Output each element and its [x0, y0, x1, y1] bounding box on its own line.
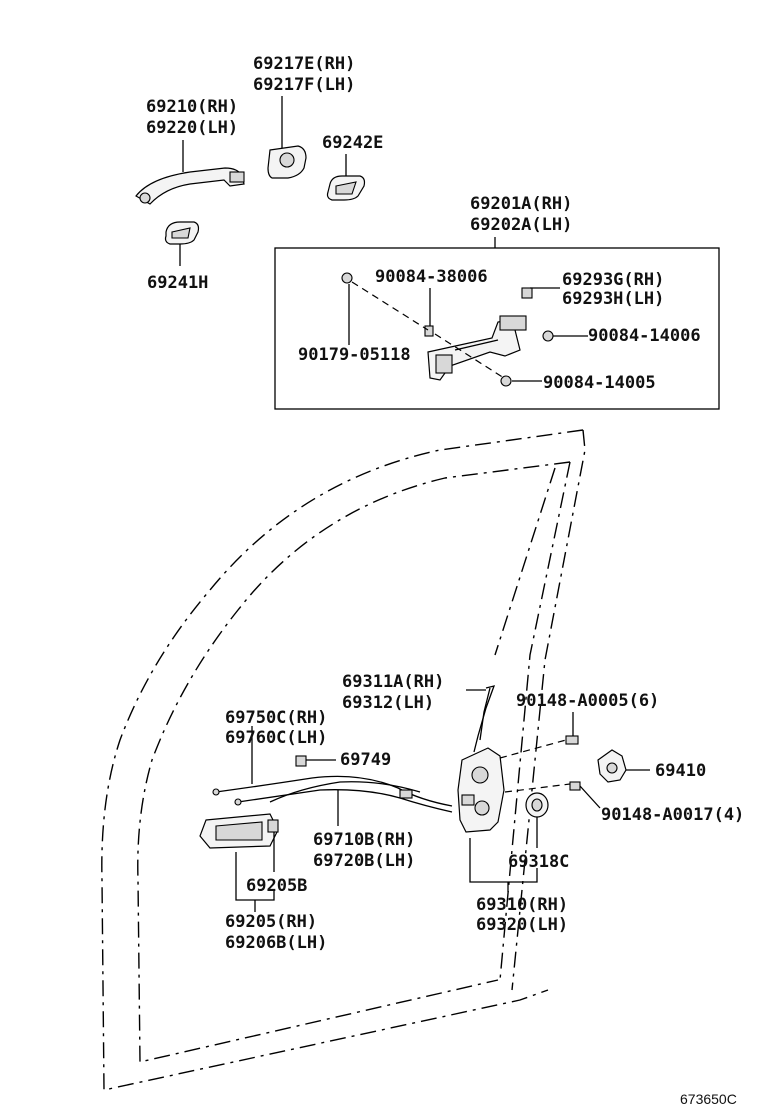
- frame-assembly-69201a: [341, 272, 554, 387]
- label-69202a: 69202A(LH): [470, 215, 572, 235]
- label-69293g: 69293G(RH): [562, 270, 664, 290]
- handle-leader-lines: [235, 726, 339, 912]
- handle-cover-69217: [267, 145, 307, 179]
- label-69205: 69205(RH): [225, 912, 317, 932]
- label-69320: 69320(LH): [476, 915, 568, 935]
- label-69311a: 69311A(RH): [342, 672, 444, 692]
- label-69410: 69410: [655, 761, 706, 781]
- label-69206b: 69206B(LH): [225, 933, 327, 953]
- label-69220: 69220(LH): [146, 118, 238, 138]
- cushion-69318c: [525, 792, 549, 818]
- inside-handle-69205: [199, 813, 279, 849]
- label-69750c: 69750C(RH): [225, 708, 327, 728]
- part-labels: 69217E(RH) 69217F(LH) 69210(RH) 69220(LH…: [146, 54, 744, 1107]
- pad-69241h: [164, 221, 200, 245]
- label-69201a: 69201A(RH): [470, 194, 572, 214]
- label-69760c: 69760C(LH): [225, 728, 327, 748]
- label-69205b: 69205B: [246, 876, 307, 896]
- label-69749: 69749: [340, 750, 391, 770]
- label-69241h: 69241H: [147, 273, 208, 293]
- label-69217e: 69217E(RH): [253, 54, 355, 74]
- cables-69710b: [212, 755, 453, 813]
- label-90148-a0005: 90148-A0005(6): [516, 691, 659, 711]
- label-90148-a0017: 90148-A0017(4): [601, 805, 744, 825]
- label-69318c: 69318C: [508, 852, 569, 872]
- figure-reference: 673650C: [680, 1091, 737, 1107]
- frame-assembly-box: [274, 247, 720, 410]
- door-lock-69310: [457, 747, 505, 833]
- label-69312: 69312(LH): [342, 693, 434, 713]
- label-90084-14005: 90084-14005: [543, 373, 656, 393]
- outside-handle-69210: [135, 167, 245, 205]
- label-69293h: 69293H(LH): [562, 289, 664, 309]
- door-outline: [101, 429, 586, 1091]
- pad-69242e: [326, 175, 366, 201]
- label-69210: 69210(RH): [146, 97, 238, 117]
- striker-69410: [565, 735, 627, 791]
- label-69310: 69310(RH): [476, 895, 568, 915]
- label-69710b: 69710B(RH): [313, 830, 415, 850]
- label-69242e: 69242E: [322, 133, 383, 153]
- label-90084-14006: 90084-14006: [588, 326, 701, 346]
- leader-lines-top: [179, 96, 496, 266]
- label-69720b: 69720B(LH): [313, 851, 415, 871]
- label-69217f: 69217F(LH): [253, 75, 355, 95]
- lock-leader-lines: [469, 712, 650, 892]
- label-90084-38006: 90084-38006: [375, 267, 488, 287]
- label-90179-05118: 90179-05118: [298, 345, 411, 365]
- frame-leader-lines: [348, 281, 588, 382]
- lock-rod-69311a: [466, 685, 496, 753]
